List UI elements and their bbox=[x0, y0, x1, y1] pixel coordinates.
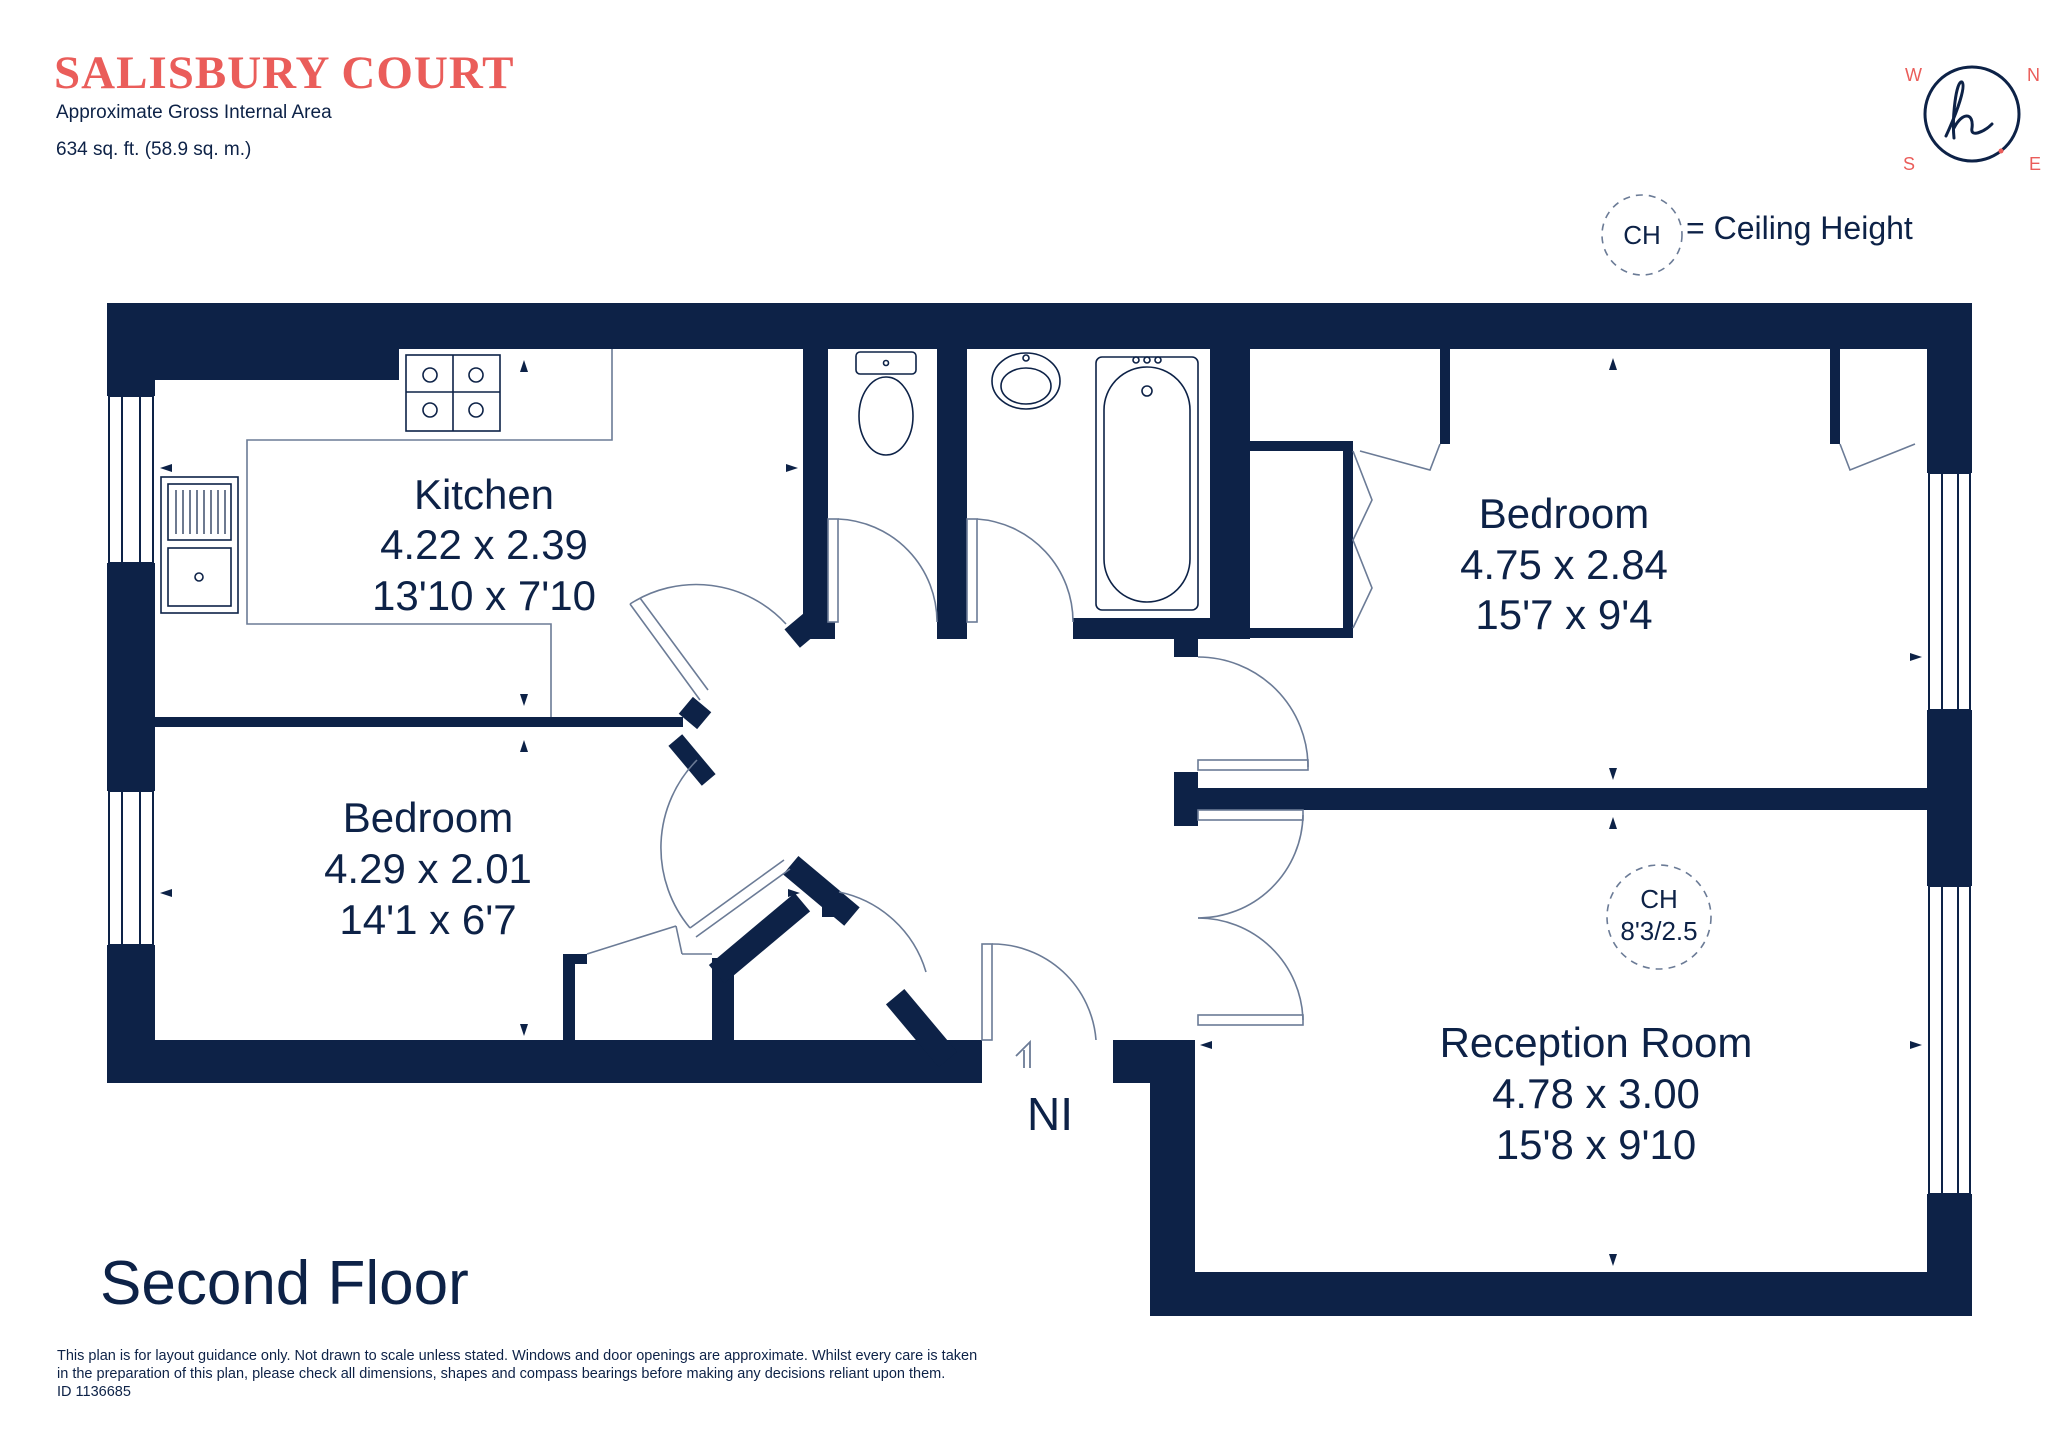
entrance-label: NI bbox=[1027, 1088, 1073, 1140]
toilet-icon bbox=[858, 376, 914, 456]
doors bbox=[586, 443, 1916, 1041]
bathroom-fittings bbox=[855, 351, 1199, 611]
compass-icon: W N S E bbox=[1903, 65, 2041, 174]
disclaimer-line-2: in the preparation of this plan, please … bbox=[57, 1366, 946, 1382]
disclaimer: This plan is for layout guidance only. N… bbox=[57, 1347, 1157, 1401]
entrance-arrow-icon bbox=[1015, 1039, 1031, 1068]
reception-ceiling-height-badge: CH 8'3/2.5 bbox=[1606, 864, 1712, 970]
walls bbox=[107, 303, 1972, 1316]
plan-id: ID 1136685 bbox=[57, 1384, 131, 1400]
ceiling-height-legend-badge: CH bbox=[1601, 194, 1683, 276]
bedroom1-metric: 4.75 x 2.84 bbox=[1460, 541, 1668, 588]
room-bedroom2-label: Bedroom 4.29 x 2.01 14'1 x 6'7 bbox=[324, 794, 532, 943]
kitchen-imperial: 13'10 x 7'10 bbox=[372, 572, 596, 619]
area-value: 634 sq. ft. (58.9 sq. m.) bbox=[56, 139, 252, 160]
area-label: Approximate Gross Internal Area bbox=[56, 102, 332, 123]
ch-badge-value: 8'3/2.5 bbox=[1620, 916, 1697, 946]
toilet-cistern-icon bbox=[855, 351, 917, 375]
legend-badge-text: CH bbox=[1623, 220, 1661, 250]
ceiling-height-legend-text: = Ceiling Height bbox=[1686, 210, 1913, 246]
washbasin-icon bbox=[991, 352, 1061, 410]
bathtub-icon bbox=[1095, 356, 1199, 611]
room-bedroom1-label: Bedroom 4.75 x 2.84 15'7 x 9'4 bbox=[1460, 490, 1668, 638]
room-reception-label: Reception Room 4.78 x 3.00 15'8 x 9'10 bbox=[1440, 1019, 1753, 1168]
disclaimer-line-1: This plan is for layout guidance only. N… bbox=[57, 1348, 978, 1364]
kitchen-name: Kitchen bbox=[414, 471, 554, 518]
sink-drainer-icon bbox=[175, 490, 226, 534]
ch-badge-label: CH bbox=[1640, 884, 1678, 914]
bedroom2-imperial: 14'1 x 6'7 bbox=[339, 896, 516, 943]
signature-h-icon bbox=[1944, 80, 1994, 140]
dimension-markers bbox=[160, 358, 1922, 1266]
reception-metric: 4.78 x 3.00 bbox=[1492, 1070, 1700, 1117]
compass-s: S bbox=[1903, 154, 1915, 174]
reception-name: Reception Room bbox=[1440, 1019, 1753, 1066]
compass-n: N bbox=[2027, 65, 2040, 85]
windows bbox=[108, 395, 1971, 1195]
room-kitchen-label: Kitchen 4.22 x 2.39 13'10 x 7'10 bbox=[372, 471, 596, 619]
floor-label: Second Floor bbox=[100, 1249, 469, 1318]
compass-w: W bbox=[1905, 65, 1922, 85]
bedroom2-name: Bedroom bbox=[343, 794, 513, 841]
kitchen-metric: 4.22 x 2.39 bbox=[380, 521, 588, 568]
bedroom2-metric: 4.29 x 2.01 bbox=[324, 845, 532, 892]
bedroom1-imperial: 15'7 x 9'4 bbox=[1475, 591, 1652, 638]
property-title: SALISBURY COURT bbox=[54, 47, 515, 99]
kitchen-fittings bbox=[160, 349, 613, 717]
compass-e: E bbox=[2029, 154, 2041, 174]
reception-imperial: 15'8 x 9'10 bbox=[1496, 1121, 1697, 1168]
bedroom1-name: Bedroom bbox=[1479, 490, 1649, 537]
